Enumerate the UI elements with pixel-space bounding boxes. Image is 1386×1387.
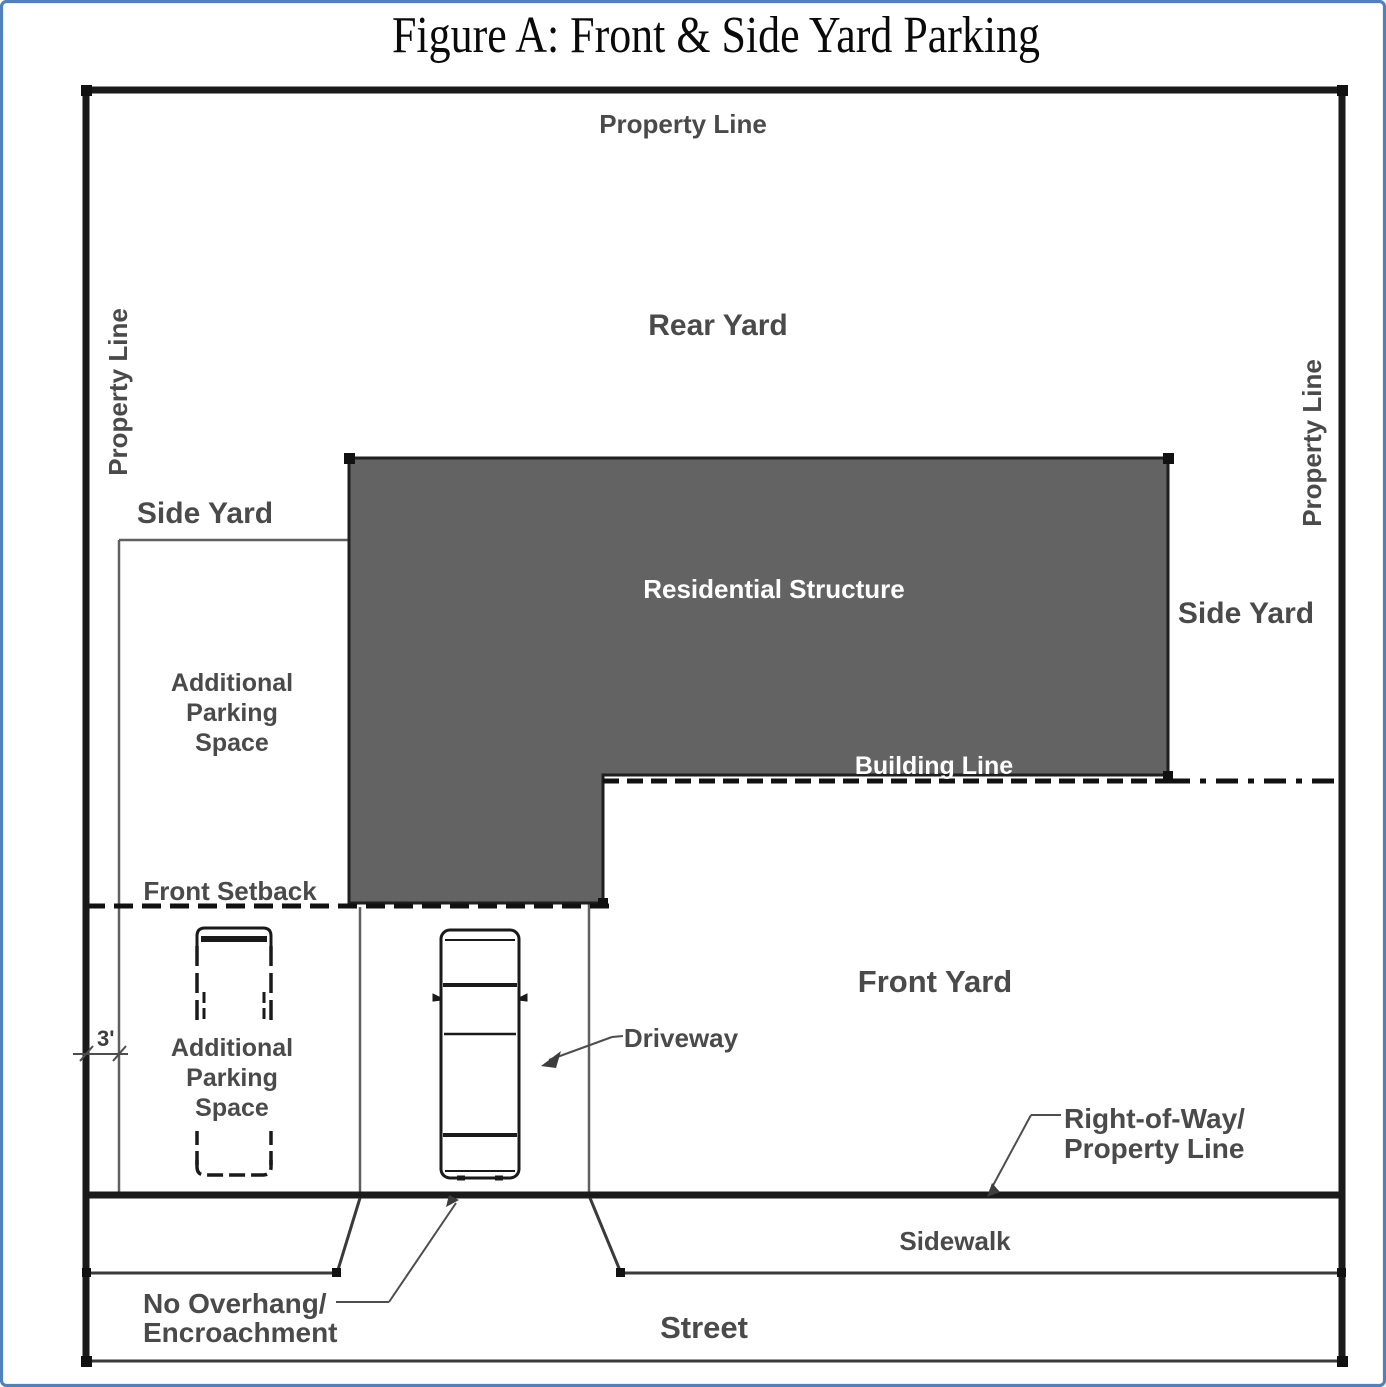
svg-text:3': 3' [97,1026,114,1051]
svg-text:Property Line: Property Line [103,308,133,476]
svg-text:Figure A: Front & Side Yard Pa: Figure A: Front & Side Yard Parking [392,7,1040,64]
svg-text:Property Line: Property Line [1297,359,1327,527]
svg-text:Sidewalk: Sidewalk [899,1226,1011,1256]
svg-text:Rear Yard: Rear Yard [648,309,788,342]
svg-text:Encroachment: Encroachment [143,1317,338,1348]
svg-text:Front Setback: Front Setback [143,876,317,906]
svg-text:Space: Space [195,1094,269,1122]
svg-text:Street: Street [660,1310,748,1345]
svg-text:Building Line: Building Line [855,752,1013,780]
svg-text:Side Yard: Side Yard [1178,597,1314,630]
svg-text:Residential Structure: Residential Structure [643,574,905,604]
svg-text:Driveway: Driveway [624,1023,739,1053]
svg-text:Front Yard: Front Yard [858,964,1012,999]
svg-text:Additional: Additional [171,669,293,697]
svg-text:Side Yard: Side Yard [137,497,273,530]
svg-text:Additional: Additional [171,1034,293,1062]
svg-text:Parking: Parking [186,1064,278,1092]
svg-text:Space: Space [195,729,269,757]
svg-text:Parking: Parking [186,699,278,727]
svg-text:Property Line: Property Line [599,109,767,139]
svg-text:No Overhang/: No Overhang/ [143,1288,327,1319]
svg-text:Right-of-Way/: Right-of-Way/ [1064,1103,1245,1134]
svg-text:Property Line: Property Line [1064,1133,1244,1164]
